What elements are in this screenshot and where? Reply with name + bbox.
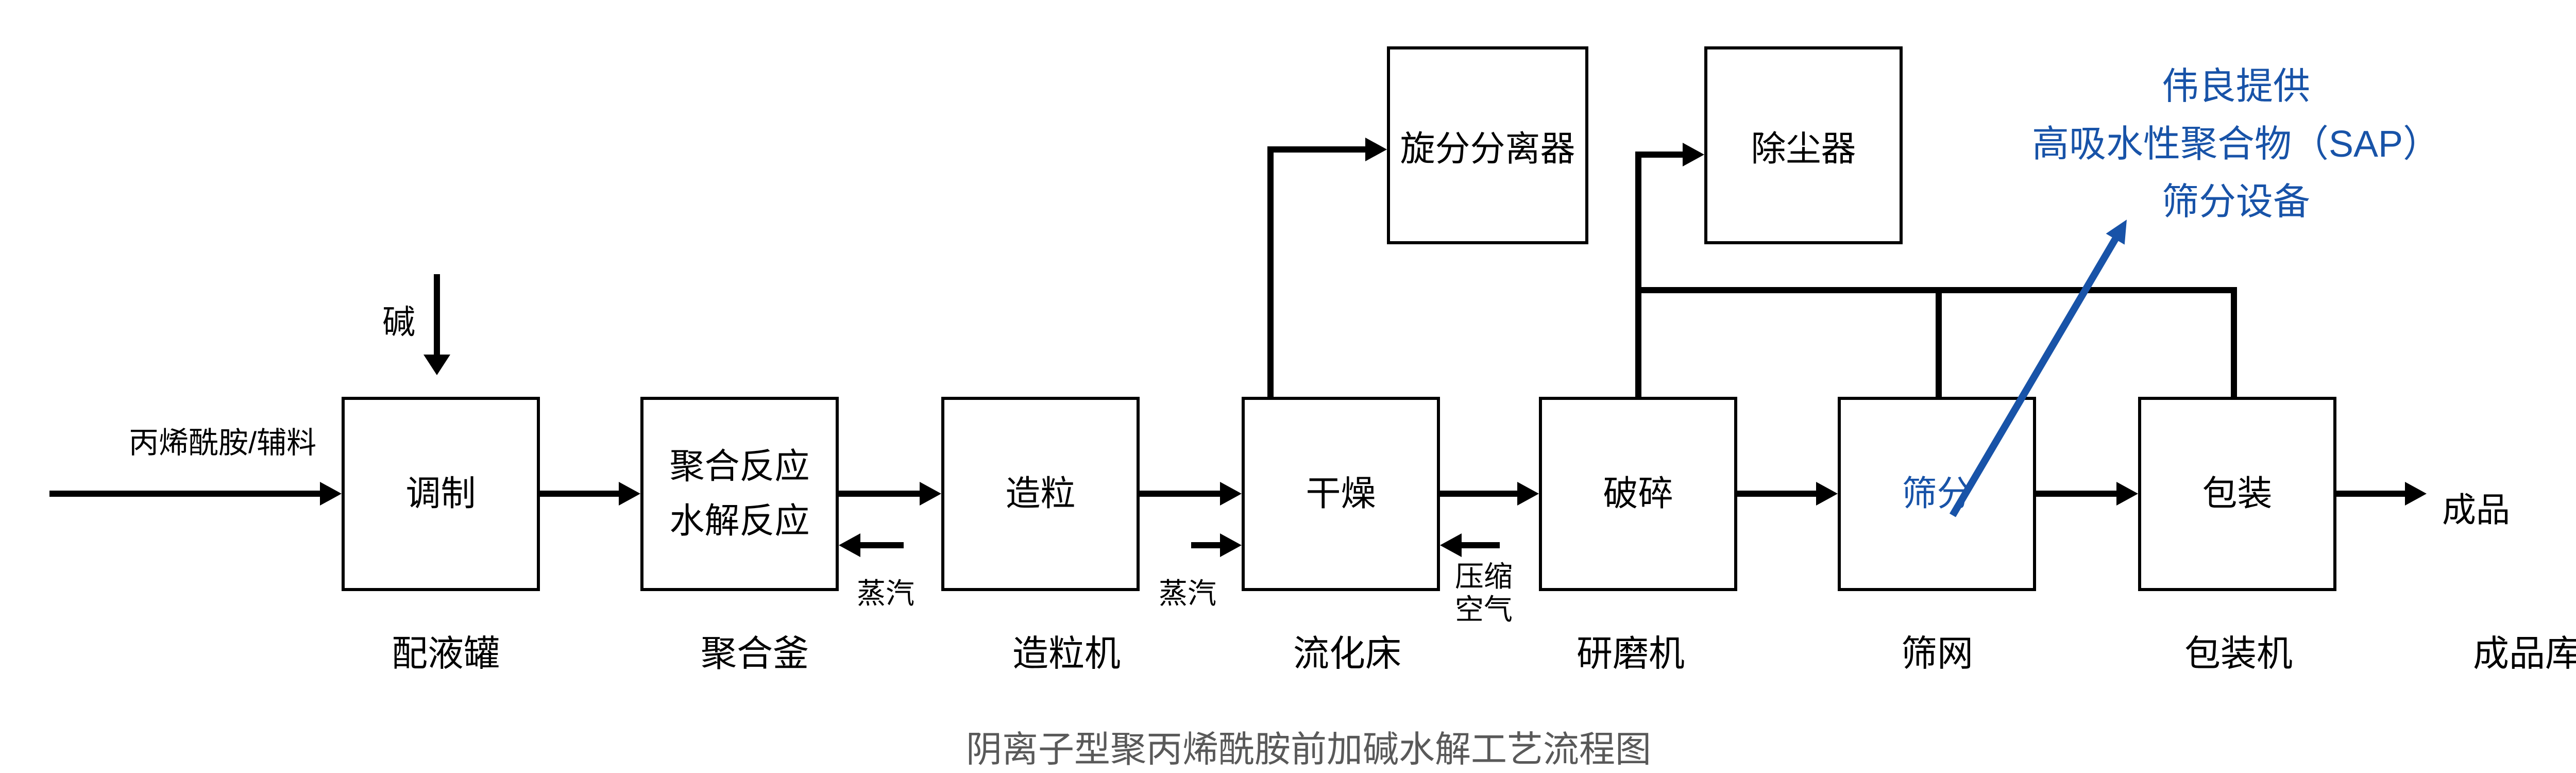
steam-arrow-head-dryer — [1220, 533, 1242, 557]
dust-header-drop-screening — [1936, 287, 1942, 397]
output-arrow-line — [2336, 491, 2406, 497]
feed-arrow-line — [49, 491, 322, 497]
box-drying: 干燥 — [1242, 397, 1440, 591]
steam-arrow-head-reactor — [839, 533, 860, 557]
box-crushing: 破碎 — [1539, 397, 1737, 591]
compressed-air-arrow-head — [1440, 533, 1462, 557]
equipment-label-preparation: 配液罐 — [392, 633, 500, 674]
equipment-label-screening: 筛网 — [1901, 633, 1973, 674]
feed-arrow-head-icon — [320, 482, 342, 506]
box-packaging-label: 包装 — [2202, 474, 2273, 513]
box-preparation: 调制 — [342, 397, 540, 591]
dust-header-drop-packaging — [2231, 287, 2237, 397]
cyclone-separator-label: 旋分分离器 — [1400, 129, 1575, 169]
equipment-label-granulation: 造粒机 — [1012, 633, 1121, 674]
vendor-annotation-line1: 伟良提供 — [2161, 66, 2311, 107]
dryer-to-cyclone-arrow-head — [1365, 138, 1387, 161]
equipment-label-packaging: 包装机 — [2184, 633, 2293, 674]
diagram-title: 阴离子型聚丙烯酰胺前加碱水解工艺流程图 — [966, 729, 1651, 769]
flow-arrow-line-4-5 — [1440, 491, 1518, 497]
compressed-air-label-line1: 压缩 — [1455, 560, 1513, 593]
box-packaging: 包装 — [2138, 397, 2336, 591]
box-drying-label: 干燥 — [1306, 474, 1376, 513]
warehouse-label: 成品库 — [2473, 633, 2576, 674]
box-polymerization: 聚合反应 水解反应 — [640, 397, 839, 591]
box-cyclone-separator: 旋分分离器 — [1387, 46, 1588, 244]
flow-arrow-head-2-3 — [920, 482, 941, 506]
equipment-label-polymerization: 聚合釜 — [701, 633, 809, 674]
output-arrow-head-icon — [2405, 482, 2427, 506]
dryer-to-cyclone-hline — [1267, 146, 1366, 153]
flow-arrow-line-1-2 — [540, 491, 621, 497]
steam-label-reactor: 蒸汽 — [857, 577, 914, 610]
compressed-air-arrow-line — [1460, 542, 1500, 548]
feed-input-label: 丙烯酰胺/辅料 — [129, 426, 317, 460]
equipment-label-crushing: 研磨机 — [1577, 633, 1685, 674]
alkali-arrow-line — [434, 274, 440, 356]
steam-arrow-line-reactor — [858, 542, 904, 548]
alkali-input-label: 碱 — [382, 304, 415, 341]
box-granulation: 造粒 — [941, 397, 1140, 591]
box-crushing-label: 破碎 — [1603, 474, 1673, 513]
box-polymerization-label-line1: 聚合反应 — [669, 447, 810, 486]
equipment-label-drying: 流化床 — [1293, 633, 1401, 674]
vendor-annotation: 伟良提供 高吸水性聚合物（SAP） 筛分设备 — [2032, 58, 2440, 231]
flow-arrow-head-4-5 — [1517, 482, 1539, 506]
box-granulation-label: 造粒 — [1005, 474, 1076, 513]
flow-arrow-head-6-7 — [2116, 482, 2138, 506]
product-label: 成品 — [2442, 491, 2510, 529]
flow-arrow-head-5-6 — [1816, 482, 1838, 506]
box-dust-collector: 除尘器 — [1704, 46, 1903, 244]
alkali-arrow-head-icon — [423, 355, 450, 375]
vendor-callout-arrow — [1949, 214, 2137, 517]
steam-label-dryer: 蒸汽 — [1159, 577, 1216, 610]
vendor-annotation-line3: 筛分设备 — [2161, 181, 2311, 223]
flow-arrow-head-1-2 — [619, 482, 640, 506]
flow-arrow-line-5-6 — [1737, 491, 1817, 497]
crusher-to-dust-arrow-head — [1683, 143, 1704, 166]
steam-arrow-line-dryer — [1191, 542, 1221, 548]
crusher-to-dust-vline — [1635, 155, 1641, 397]
compressed-air-label-line2: 空气 — [1455, 593, 1513, 626]
crusher-to-dust-hline — [1635, 152, 1684, 158]
vendor-annotation-line2: 高吸水性聚合物（SAP） — [2031, 124, 2441, 165]
flow-arrow-head-3-4 — [1220, 482, 1242, 506]
dust-collector-label: 除尘器 — [1751, 129, 1856, 169]
box-polymerization-label-line2: 水解反应 — [669, 501, 810, 541]
flow-arrow-line-6-7 — [2036, 491, 2117, 497]
dryer-to-cyclone-vline — [1267, 149, 1274, 397]
box-preparation-label: 调制 — [405, 474, 476, 513]
compressed-air-label: 压缩 空气 — [1455, 560, 1513, 626]
flow-arrow-line-3-4 — [1140, 491, 1221, 497]
flow-arrow-line-2-3 — [839, 491, 921, 497]
